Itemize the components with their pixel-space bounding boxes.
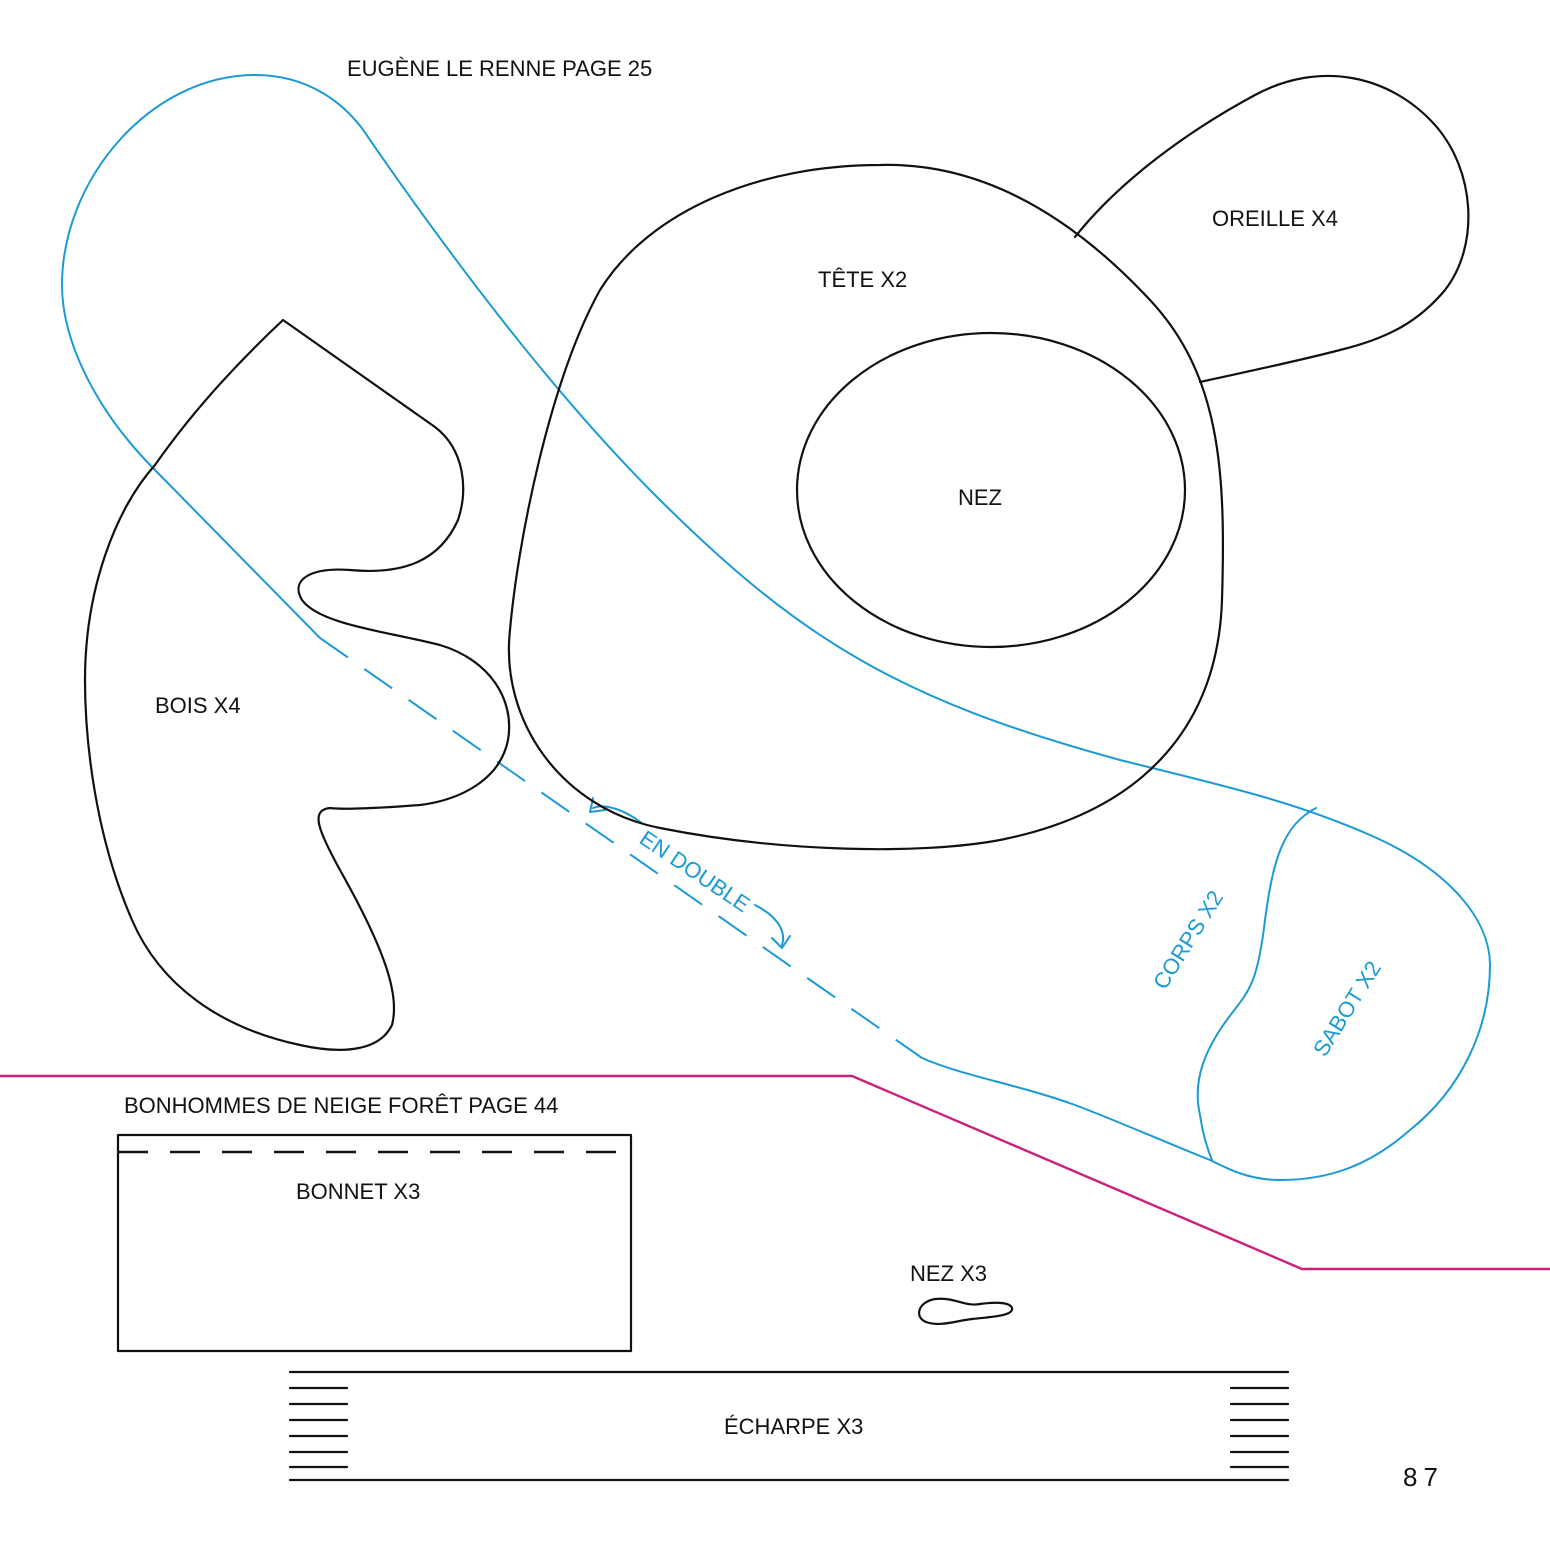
page-number: 87 bbox=[1403, 1462, 1444, 1492]
snowman-nose-pattern-piece: NEZ X3 bbox=[910, 1261, 1014, 1326]
body-pattern-piece: EN DOUBLE CORPS X2 SABOT X2 bbox=[61, 74, 1491, 1181]
scarf-pattern-piece: ÉCHARPE X3 bbox=[288, 1370, 1290, 1482]
scarf-label: ÉCHARPE X3 bbox=[724, 1414, 863, 1439]
hat-label: BONNET X3 bbox=[296, 1179, 420, 1204]
fold-line bbox=[319, 637, 923, 1059]
antler-pattern-piece: BOIS X4 bbox=[83, 318, 511, 1051]
scarf-fringe-right bbox=[1229, 1386, 1290, 1469]
fold-arrow-left bbox=[592, 805, 644, 825]
head-label: TÊTE X2 bbox=[818, 267, 907, 292]
scarf-fringe-left bbox=[288, 1386, 349, 1469]
section-divider bbox=[0, 1074, 1550, 1271]
hoof-seam-line bbox=[1196, 807, 1317, 1161]
ear-pattern-piece: OREILLE X4 bbox=[1073, 74, 1470, 384]
nose-pattern-piece bbox=[795, 331, 1187, 649]
hoof-label: SABOT X2 bbox=[1308, 956, 1386, 1060]
nose-label: NEZ bbox=[958, 485, 1002, 510]
reindeer-section-title: EUGÈNE LE RENNE PAGE 25 bbox=[347, 56, 652, 81]
antler-label: BOIS X4 bbox=[155, 693, 241, 718]
hat-pattern-piece: BONNET X3 bbox=[116, 1133, 633, 1353]
body-label: CORPS X2 bbox=[1148, 886, 1228, 994]
snowmen-section-title: BONHOMMES DE NEIGE FORÊT PAGE 44 bbox=[124, 1093, 558, 1118]
fold-arrow-right bbox=[754, 904, 785, 946]
ear-label: OREILLE X4 bbox=[1212, 206, 1338, 231]
head-pattern-piece: TÊTE X2 NEZ bbox=[507, 163, 1225, 851]
snowman-nose-label: NEZ X3 bbox=[910, 1261, 987, 1286]
